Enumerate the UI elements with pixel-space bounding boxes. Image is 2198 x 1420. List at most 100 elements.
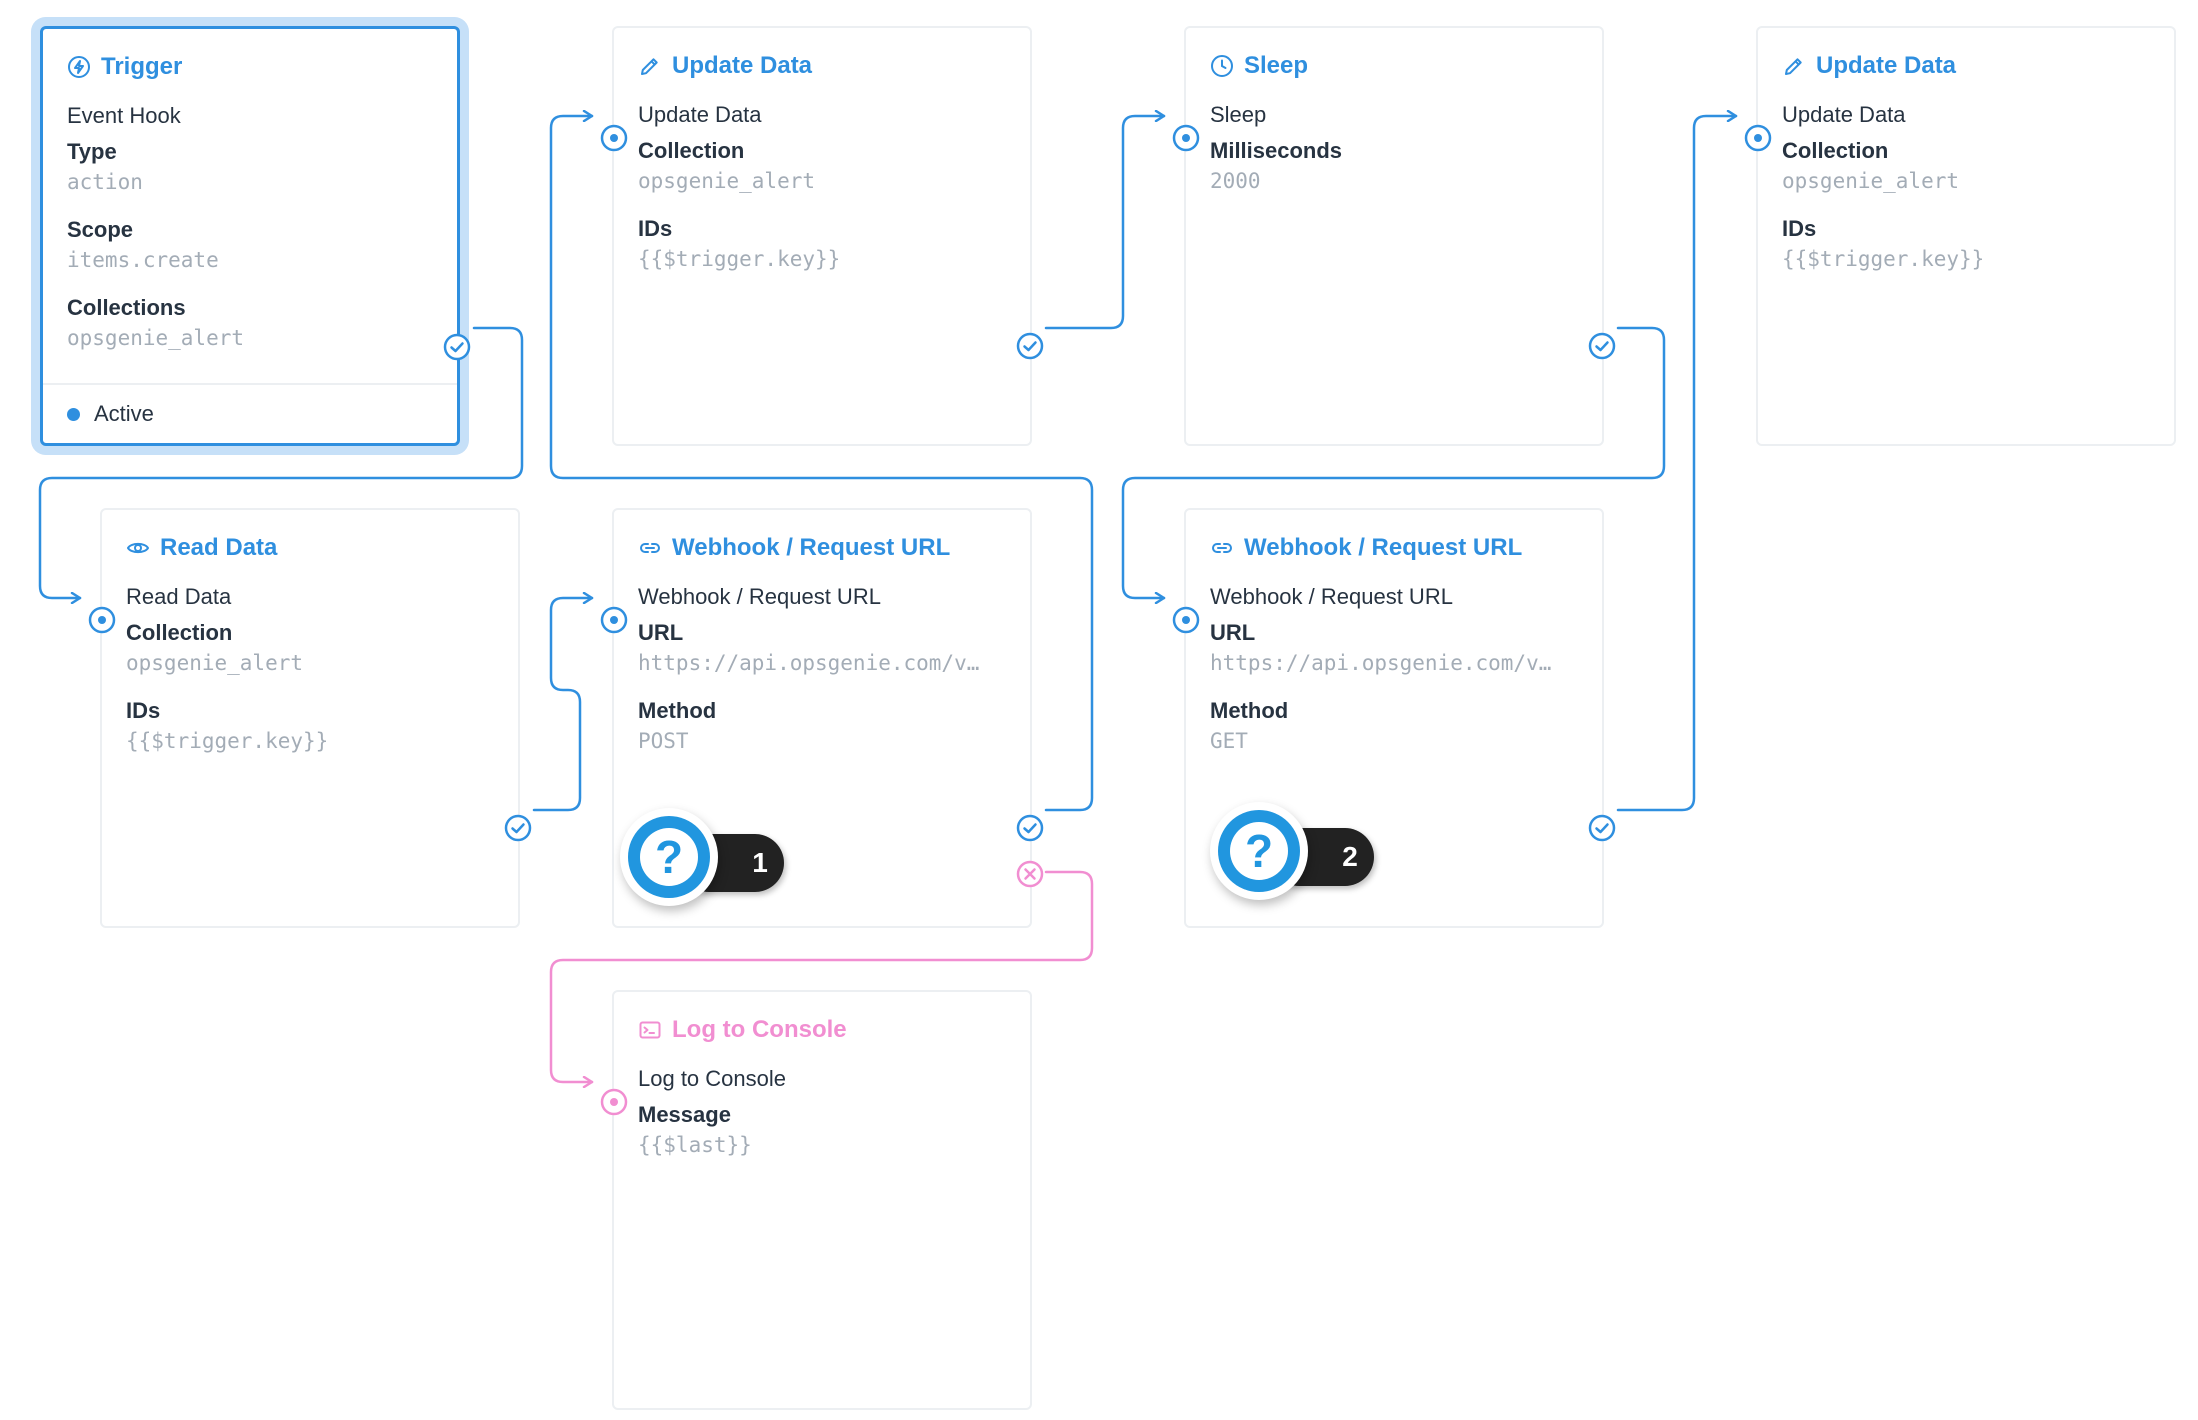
card-header: Webhook / Request URL — [638, 534, 950, 562]
link-icon — [638, 536, 662, 560]
success-port-icon[interactable] — [443, 333, 471, 361]
card-body: Update Data Collection opsgenie_alert ID… — [1782, 100, 2150, 292]
card-header: Log to Console — [638, 1016, 847, 1044]
card-title: Webhook / Request URL — [1244, 534, 1523, 561]
card-subtitle: Webhook / Request URL — [1210, 584, 1453, 609]
link-icon — [1210, 536, 1234, 560]
bolt-icon — [67, 55, 91, 79]
field-value: GET — [1210, 729, 1248, 753]
field-label: Collection — [126, 620, 233, 645]
field-label: Collection — [638, 138, 745, 163]
field-label: IDs — [638, 216, 673, 241]
field-label: Method — [638, 698, 717, 723]
field-label: Collection — [1782, 138, 1889, 163]
input-port-icon[interactable] — [600, 124, 628, 152]
success-port-icon[interactable] — [1588, 332, 1616, 360]
field-label: Milliseconds — [1210, 138, 1343, 163]
card-body: Sleep Milliseconds 2000 — [1210, 100, 1578, 214]
field-value: {{$trigger.key}} — [1782, 247, 1985, 271]
field-value: POST — [638, 729, 689, 753]
webhook-card-2[interactable]: Webhook / Request URL Webhook / Request … — [1172, 508, 1616, 928]
field-label: URL — [1210, 620, 1256, 645]
trigger-card[interactable]: Trigger Event Hook Type action Scope ite… — [40, 26, 471, 446]
field-label: URL — [638, 620, 684, 645]
card-header: Trigger — [67, 53, 182, 81]
card-subtitle: Update Data — [638, 102, 762, 127]
card-subtitle: Update Data — [1782, 102, 1906, 127]
card-subtitle: Sleep — [1210, 102, 1267, 127]
card-header: Read Data — [126, 534, 277, 562]
card-subtitle: Log to Console — [638, 1066, 786, 1091]
field-label: IDs — [1782, 216, 1817, 241]
status-text: Active — [94, 401, 154, 426]
card-title: Sleep — [1244, 52, 1309, 79]
success-port-icon[interactable] — [1016, 814, 1044, 842]
field-label: Type — [67, 139, 117, 164]
field-value: action — [67, 170, 143, 194]
card-title: Log to Console — [672, 1016, 847, 1043]
log-console-card[interactable]: Log to Console Log to Console Message {{… — [600, 990, 1032, 1410]
field-value: opsgenie_alert — [1782, 169, 1960, 193]
field-label: Collections — [67, 295, 186, 320]
field-value: https://api.opsgenie.com/v… — [1210, 651, 1552, 675]
badge-number: 2 — [1342, 841, 1358, 872]
field-value: {{$trigger.key}} — [638, 247, 841, 271]
field-value: https://api.opsgenie.com/v… — [638, 651, 980, 675]
success-port-icon[interactable] — [1588, 814, 1616, 842]
help-badge-1[interactable]: 1 ? — [620, 808, 790, 918]
card-subtitle: Read Data — [126, 584, 232, 609]
input-port-icon[interactable] — [88, 606, 116, 634]
field-label: Scope — [67, 217, 134, 242]
input-port-icon[interactable] — [600, 1088, 628, 1116]
card-header: Update Data — [638, 52, 812, 80]
card-subtitle: Event Hook — [67, 103, 181, 128]
card-header: Update Data — [1782, 52, 1956, 80]
field-label: IDs — [126, 698, 161, 723]
card-body: Webhook / Request URL URL https://api.op… — [638, 582, 1006, 774]
success-port-icon[interactable] — [1016, 332, 1044, 360]
success-port-icon[interactable] — [504, 814, 532, 842]
connector-webhook2-updatedata2 — [1616, 116, 1738, 812]
card-title: Read Data — [160, 534, 278, 561]
read-data-card[interactable]: Read Data Read Data Collection opsgenie_… — [88, 508, 532, 928]
card-body: Event Hook Type action Scope items.creat… — [67, 101, 433, 371]
webhook-card-1[interactable]: Webhook / Request URL Webhook / Request … — [600, 508, 1044, 928]
input-port-icon[interactable] — [1172, 124, 1200, 152]
card-title: Update Data — [672, 52, 813, 79]
sleep-card[interactable]: Sleep Sleep Milliseconds 2000 — [1172, 26, 1616, 446]
help-badge-2[interactable]: 2 ? — [1210, 802, 1380, 912]
card-body: Update Data Collection opsgenie_alert ID… — [638, 100, 1006, 292]
field-label: Method — [1210, 698, 1289, 723]
badge-number: 1 — [752, 847, 768, 878]
question-icon[interactable]: ? — [620, 808, 718, 906]
card-body: Webhook / Request URL URL https://api.op… — [1210, 582, 1578, 774]
update-data-card-1[interactable]: Update Data Update Data Collection opsge… — [600, 26, 1044, 446]
card-header: Sleep — [1210, 52, 1308, 80]
input-port-icon[interactable] — [600, 606, 628, 634]
clock-icon — [1210, 54, 1234, 78]
card-title: Trigger — [101, 53, 183, 80]
field-value: {{$trigger.key}} — [126, 729, 329, 753]
update-data-card-2[interactable]: Update Data Update Data Collection opsge… — [1744, 26, 2176, 446]
terminal-icon — [638, 1018, 662, 1042]
status-footer: Active — [43, 383, 457, 443]
question-icon[interactable]: ? — [1210, 802, 1308, 900]
field-value: opsgenie_alert — [126, 651, 304, 675]
card-title: Webhook / Request URL — [672, 534, 951, 561]
card-subtitle: Webhook / Request URL — [638, 584, 881, 609]
status-dot — [67, 407, 80, 421]
card-body: Log to Console Message {{$last}} — [638, 1064, 1006, 1178]
field-value: opsgenie_alert — [67, 326, 245, 350]
eye-icon — [126, 536, 150, 560]
field-value: opsgenie_alert — [638, 169, 816, 193]
field-value: 2000 — [1210, 169, 1261, 193]
connector-readdata-webhook1 — [532, 598, 594, 812]
card-header: Webhook / Request URL — [1210, 534, 1522, 562]
field-label: Message — [638, 1102, 731, 1127]
failure-port-icon[interactable] — [1016, 860, 1044, 888]
input-port-icon[interactable] — [1172, 606, 1200, 634]
input-port-icon[interactable] — [1744, 124, 1772, 152]
connector-updatedata1-sleep — [1044, 116, 1166, 330]
pencil-icon — [638, 54, 662, 78]
card-body: Read Data Collection opsgenie_alert IDs … — [126, 582, 494, 774]
